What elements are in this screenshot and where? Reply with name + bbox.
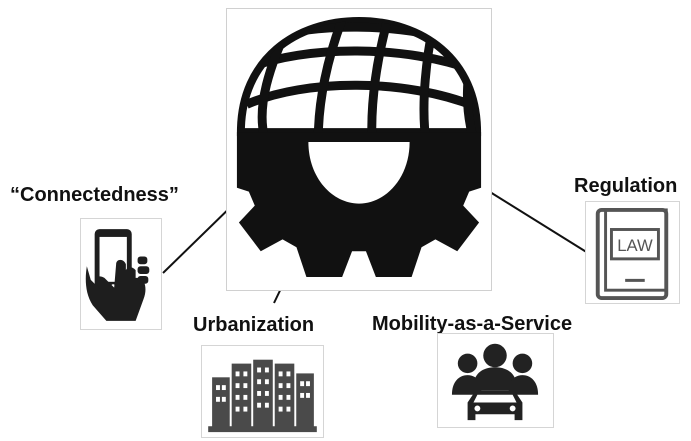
gear-globe-icon [236,17,482,278]
law-book-text: LAW [617,236,653,255]
smartphone-hand-icon [85,229,150,321]
label-mobility-as-a-service: Mobility-as-a-Service [372,313,573,335]
connector-regulation [481,186,589,254]
law-book-icon: LAW [595,207,669,300]
label-regulation: Regulation [574,175,678,197]
label-connectedness: “Connectedness” [10,184,179,206]
card-regulation: LAW [585,201,680,304]
card-urbanization [201,345,324,438]
label-urbanization: Urbanization [193,314,315,336]
card-mobility-as-a-service [437,333,554,428]
card-connectedness [80,218,162,330]
people-car-icon [451,343,539,421]
city-buildings-icon [208,359,317,433]
central-hub [226,8,492,291]
